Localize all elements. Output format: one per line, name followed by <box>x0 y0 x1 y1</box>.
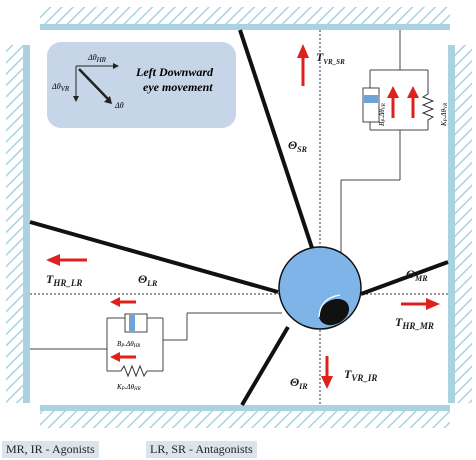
vr-spring-label: KP.ΔθVR <box>440 103 449 127</box>
inset-title-line1: Left Downward <box>135 65 214 79</box>
horizontal-viscoelastic-unit: BP.ΔθHR KP.ΔθHR <box>30 297 282 392</box>
inset-delta-total: Δθ <box>114 101 124 110</box>
hr-spring-force-arrow <box>110 352 136 362</box>
t-hr-lr-arrow <box>46 254 87 266</box>
hr-damper <box>124 313 148 333</box>
mr-muscle <box>360 260 449 296</box>
vr-spring-force-arrow <box>407 86 419 118</box>
inset-title-line2: eye movement <box>143 80 213 94</box>
vr-spring <box>421 88 435 124</box>
antagonists-legend: LR, SR - Antagonists <box>146 441 257 458</box>
right-wall <box>448 45 472 403</box>
theta-ir-label: ΘIR <box>290 375 308 391</box>
t-hr-mr-arrow <box>401 298 440 310</box>
vr-damper-force-arrow <box>387 86 399 118</box>
t-hr-mr-label: THR_MR <box>395 315 434 331</box>
hr-spring-label: KP.ΔθHR <box>116 383 141 392</box>
t-vr-sr-arrow <box>297 44 309 86</box>
movement-inset: ΔθHR ΔθVR Δθ Left Downward eye movement <box>47 42 236 128</box>
t-hr-lr-label: THR_LR <box>46 272 82 288</box>
eyeball <box>278 246 362 330</box>
vr-damper-label: BP.ΔθVR <box>378 103 387 126</box>
hr-spring <box>120 364 148 378</box>
theta-mr-label: ΘMR <box>406 267 428 283</box>
t-vr-ir-arrow <box>321 356 333 389</box>
vr-damper <box>362 87 380 123</box>
sr-muscle <box>238 29 316 255</box>
ir-muscle <box>240 325 290 407</box>
lr-muscle <box>29 220 279 294</box>
t-vr-ir-label: TVR_IR <box>344 367 377 383</box>
delta-total-vector <box>78 68 109 100</box>
bottom-wall <box>40 405 450 428</box>
inset-delta-hr: ΔθHR <box>87 53 107 64</box>
iris-edge <box>318 294 341 318</box>
vertical-viscoelastic-unit: BP.ΔθVR KP.ΔθVR <box>340 30 449 256</box>
theta-lr-label: ΘLR <box>138 272 158 288</box>
pupil <box>318 298 350 326</box>
inset-delta-vr: ΔθVR <box>51 82 70 93</box>
theta-sr-label: ΘSR <box>288 138 308 154</box>
t-vr-sr-label: TVR_SR <box>316 50 345 66</box>
hr-damper-force-arrow <box>110 297 136 307</box>
left-wall <box>6 45 30 403</box>
top-wall <box>40 7 450 30</box>
hr-damper-label: BP.ΔθHR <box>117 340 140 349</box>
agonists-legend: MR, IR - Agonists <box>2 441 99 458</box>
